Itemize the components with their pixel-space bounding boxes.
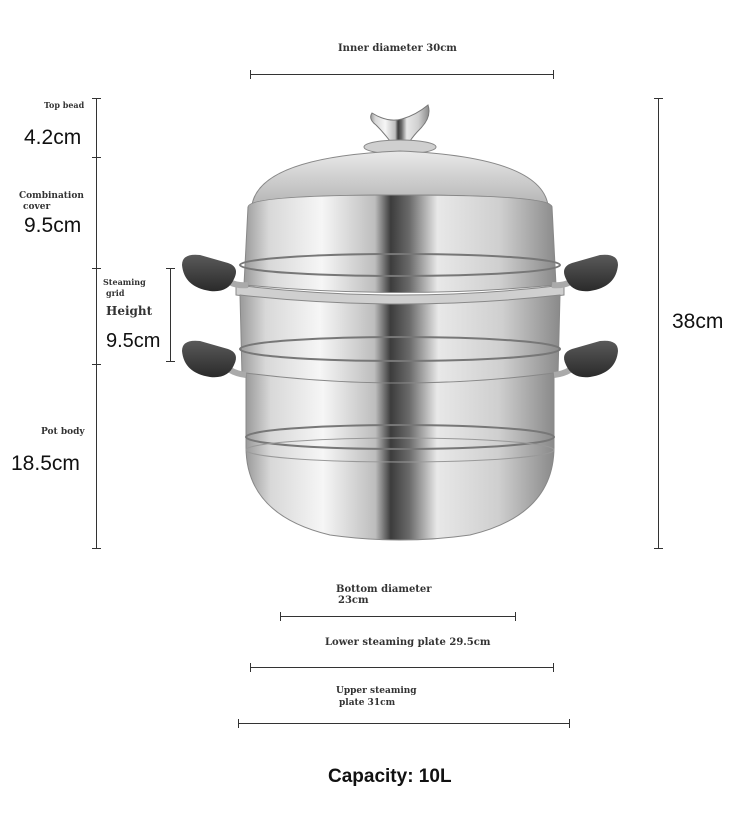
lower-plate-tick-right (553, 663, 554, 672)
upper-plate-line (238, 723, 570, 724)
upper-plate-tick-right (569, 719, 570, 728)
steaming-grid-label-1: Steaming (103, 277, 146, 287)
pot-body-value: 18.5cm (11, 452, 80, 475)
bottom-diameter-tick-left (280, 612, 281, 621)
inner-diameter-tick-right (553, 70, 554, 79)
height-label: Height (106, 304, 153, 318)
left-tick-3 (92, 364, 101, 365)
combination-cover-label-1: Combination (19, 191, 84, 201)
bottom-diameter-label-2: 23cm (338, 595, 369, 606)
steaming-grid-tick-bottom (166, 361, 175, 362)
total-height-line (658, 98, 659, 548)
total-height-tick-bottom (654, 548, 663, 549)
pot-body-label: Pot body (41, 427, 85, 437)
bottom-diameter-line (280, 616, 516, 617)
upper-plate-tick-left (238, 719, 239, 728)
upper-plate-label-2: plate 31cm (339, 698, 396, 708)
inner-diameter-tick-left (250, 70, 251, 79)
lower-plate-line (250, 667, 554, 668)
left-tick-2 (92, 268, 101, 269)
height-value: 9.5cm (106, 330, 161, 352)
left-tick-top (92, 98, 101, 99)
bottom-diameter-label-1: Bottom diameter (336, 584, 432, 595)
steaming-grid-label-2: grid (106, 288, 125, 298)
combination-cover-label-2: cover (23, 202, 51, 212)
left-tick-bottom (92, 548, 101, 549)
left-height-line (96, 98, 97, 548)
steaming-grid-line (170, 268, 171, 362)
steaming-grid-tick-top (166, 268, 175, 269)
total-height-tick-top (654, 98, 663, 99)
bottom-diameter-tick-right (515, 612, 516, 621)
inner-diameter-line (250, 74, 554, 75)
steamer-pot-image (182, 104, 618, 541)
lower-handles (182, 340, 618, 378)
top-bead-value: 4.2cm (24, 126, 82, 149)
top-bead-label: Top bead (44, 100, 85, 110)
inner-diameter-label: Inner diameter 30cm (338, 43, 457, 54)
combination-cover-value: 9.5cm (24, 214, 82, 237)
lower-plate-label: Lower steaming plate 29.5cm (325, 637, 491, 648)
lid-knob (363, 104, 437, 155)
upper-plate-label-1: Upper steaming (336, 686, 417, 696)
left-tick-1 (92, 157, 101, 158)
upper-handles (182, 254, 618, 292)
capacity-label: Capacity: 10L (328, 766, 452, 787)
total-height-value: 38cm (672, 310, 724, 333)
lower-plate-tick-left (250, 663, 251, 672)
